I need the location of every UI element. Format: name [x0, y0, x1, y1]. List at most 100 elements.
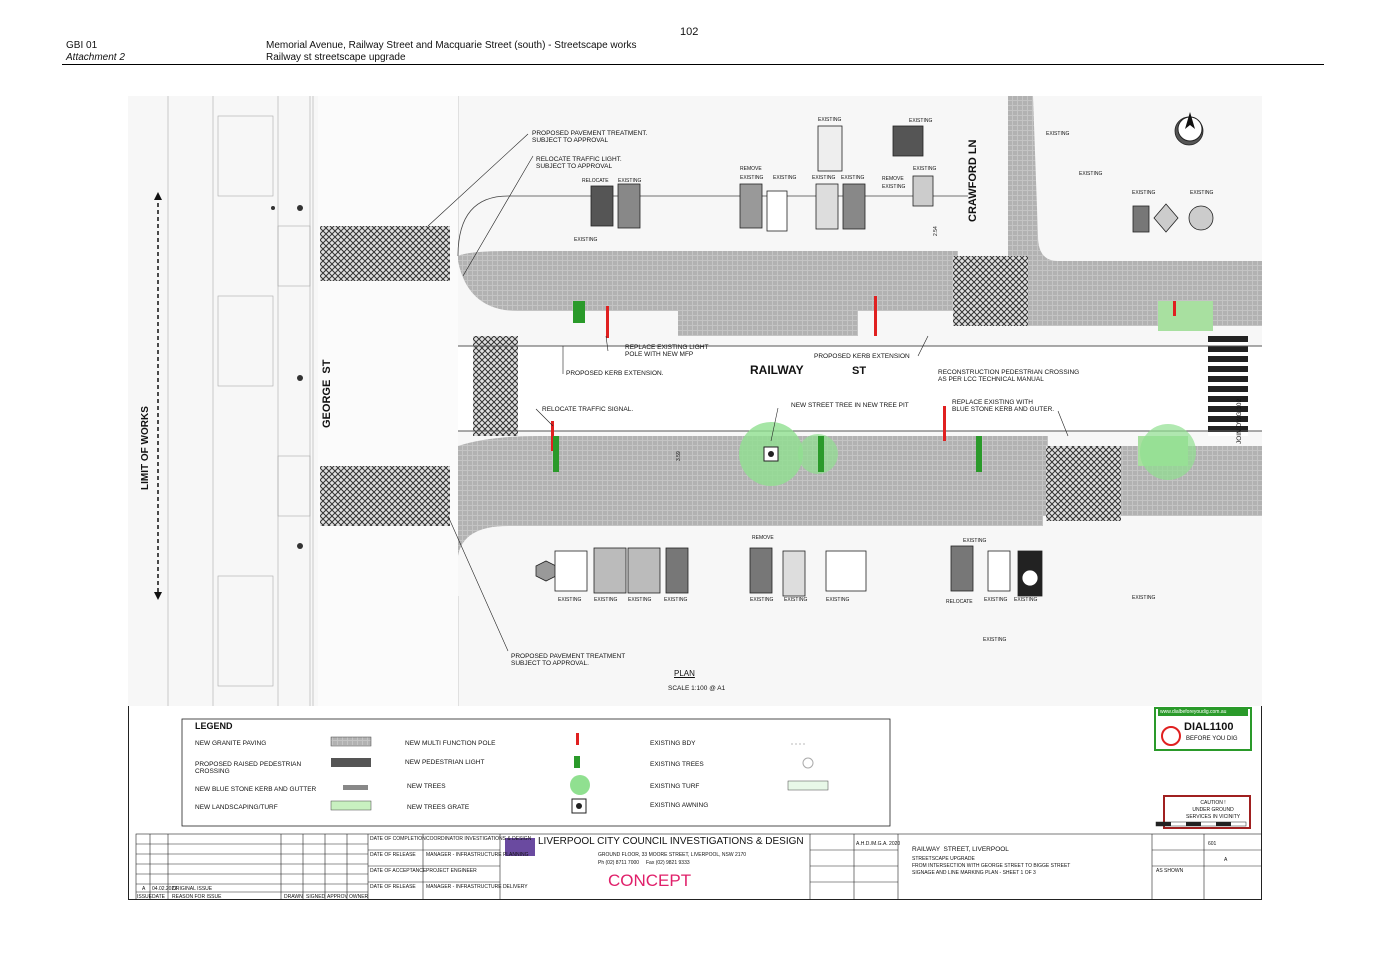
dial-number: DIAL1100 — [1184, 721, 1234, 733]
tb-issue-cell: 04.02.2022 — [152, 886, 178, 892]
dimension-label: 3.59 — [676, 451, 682, 461]
drawing-title-line: SIGNAGE AND LINE MARKING PLAN - SHEET 1 … — [912, 870, 1036, 876]
sign-label: EXISTING — [664, 597, 688, 603]
sign-label: EXISTING — [773, 175, 797, 181]
sign-label: REMOVE — [882, 176, 904, 182]
attachment-label: Attachment 2 — [66, 52, 125, 63]
george-crossing-north — [320, 226, 450, 281]
crawford-ln-raised-crossing — [953, 256, 1028, 326]
sign-label: EXISTING — [1132, 595, 1156, 601]
drawing-number: 601 — [1208, 841, 1217, 847]
sign-label: EXISTING — [618, 178, 642, 184]
council-address: GROUND FLOOR, 33 MOORE STREET, LIVERPOOL… — [598, 852, 747, 858]
sign-label: EXISTING — [818, 117, 842, 123]
document-subtitle: Railway st streetscape upgrade — [266, 52, 406, 63]
sign-label: EXISTING — [594, 597, 618, 603]
legend-box — [181, 718, 891, 827]
sign-label: EXISTING — [740, 175, 764, 181]
sign-label: EXISTING — [984, 597, 1008, 603]
tb-signoff: DATE OF RELEASE — [370, 884, 416, 890]
legend-item: NEW PEDESTRIAN LIGHT — [405, 759, 485, 766]
plan-scale: SCALE 1:100 @ A1 — [668, 685, 726, 692]
document-title: Memorial Avenue, Railway Street and Macq… — [266, 40, 637, 51]
legend-item: PROPOSED RAISED PEDESTRIAN CROSSING — [195, 761, 302, 775]
tb-col-header: ISSUE — [137, 894, 153, 900]
note-new-street-tree: NEW STREET TREE IN NEW TREE PIT — [791, 402, 909, 409]
plan-svg — [128, 96, 1262, 900]
title-block-grid — [135, 833, 1262, 900]
sign-label: EXISTING — [1132, 190, 1156, 196]
legend-item: EXISTING BDY — [650, 740, 696, 747]
sign-label: EXISTING — [574, 237, 598, 243]
dimension-label: 2.54 — [933, 226, 939, 236]
note-relocate-traffic-light: RELOCATE TRAFFIC LIGHT. SUBJECT TO APPRO… — [536, 156, 622, 170]
legend-item: NEW BLUE STONE KERB AND GUTTER — [195, 786, 317, 793]
sign-label: EXISTING — [1079, 171, 1103, 177]
sign-label: EXISTING — [913, 166, 937, 172]
sign-label: EXISTING — [983, 637, 1007, 643]
dial-subtitle: BEFORE YOU DIG — [1186, 736, 1238, 742]
street-lights — [271, 205, 303, 549]
leader-lines — [427, 133, 1069, 652]
tb-issue-cell: A — [142, 886, 146, 892]
drawing-status: CONCEPT — [608, 871, 692, 890]
tb-signoff: DATE OF ACCEPTANCE — [370, 868, 427, 874]
sign-label: EXISTING — [558, 597, 582, 603]
tb-signoff: DATE OF COMPLETION — [370, 836, 426, 842]
street-name-george: GEORGE ST — [321, 359, 333, 428]
council-phone: Ph (02) 8711 7000 Fax (02) 9821 9333 — [598, 860, 690, 866]
tb-signoff: DATE OF RELEASE — [370, 852, 416, 858]
note-replace-light-pole: REPLACE EXISTING LIGHT POLE WITH NEW MFP — [625, 344, 709, 358]
street-name-railway: RAILWAY — [750, 363, 804, 377]
sign-label: EXISTING — [750, 597, 774, 603]
plan-title: PLAN — [674, 669, 695, 678]
document-reference: GBI 01 — [66, 40, 98, 51]
legend-item: NEW MULTI FUNCTION POLE — [405, 740, 496, 747]
mfp-poles — [551, 296, 1176, 451]
turf-north — [1158, 301, 1213, 331]
tb-col-header: OWNER — [349, 894, 369, 900]
sign-label: EXISTING — [963, 538, 987, 544]
sign-label: REMOVE — [740, 166, 762, 172]
sign-label: EXISTING — [909, 118, 933, 124]
legend-item: EXISTING TREES — [650, 761, 704, 768]
sign-label: EXISTING — [826, 597, 850, 603]
drawing-title-line: RAILWAY STREET, LIVERPOOL — [912, 846, 1009, 853]
legend-title: LEGEND — [195, 721, 233, 731]
signs-south — [535, 545, 1043, 597]
kerb-lines — [458, 345, 1262, 432]
tb-issue-cell: ORIGINAL ISSUE — [172, 886, 213, 892]
street-name-crawford: CRAWFORD LN — [967, 139, 979, 223]
sign-label: EXISTING — [628, 597, 652, 603]
datum: A.H.D./M.G.A. 2020 — [856, 841, 901, 847]
sign-label: RELOCATE — [946, 599, 973, 605]
limit-of-works-label: LIMIT OF WORKS — [140, 406, 151, 490]
legend-item: EXISTING AWNING — [650, 802, 709, 809]
tb-col-header: DATE — [152, 894, 165, 900]
tb-col-header: REASON FOR ISSUE — [172, 894, 222, 900]
george-crossing-east — [473, 336, 518, 436]
sign-label: EXISTING — [812, 175, 836, 181]
note-blue-stone-kerb: REPLACE EXISTING WITH BLUE STONE KERB AN… — [952, 399, 1055, 413]
scale-bar — [1155, 821, 1247, 827]
railway-street-carriageway — [458, 346, 1262, 431]
issue-code: A — [1224, 857, 1228, 863]
north-footpath-paving — [458, 96, 1262, 336]
drawing-title-line: FROM INTERSECTION WITH GEORGE STREET TO … — [912, 863, 1071, 869]
new-tree-3 — [1140, 424, 1196, 480]
george-crossing-south — [320, 466, 450, 526]
sign-label: REMOVE — [752, 535, 774, 541]
sign-label: EXISTING — [841, 175, 865, 181]
caution-text: CAUTION ! UNDER GROUND SERVICES IN VICIN… — [1186, 800, 1241, 820]
drawing-scale: AS SHOWN — [1156, 868, 1184, 874]
dial-url: www.dialbeforeyoudig.com.au — [1160, 709, 1227, 715]
sign-label: EXISTING — [1190, 190, 1214, 196]
note-kerb-extension-right: PROPOSED KERB EXTENSION — [814, 353, 910, 360]
tb-col-header: APPROV — [327, 894, 348, 900]
council-name: LIVERPOOL CITY COUNCIL INVESTIGATIONS & … — [538, 836, 804, 847]
pedestrian-lights — [553, 301, 982, 472]
header-rule — [62, 64, 1324, 65]
sign-label: EXISTING — [1046, 131, 1070, 137]
council-logo — [505, 838, 535, 856]
note-pavement-treatment-bottom: PROPOSED PAVEMENT TREATMENT SUBJECT TO A… — [511, 653, 626, 667]
